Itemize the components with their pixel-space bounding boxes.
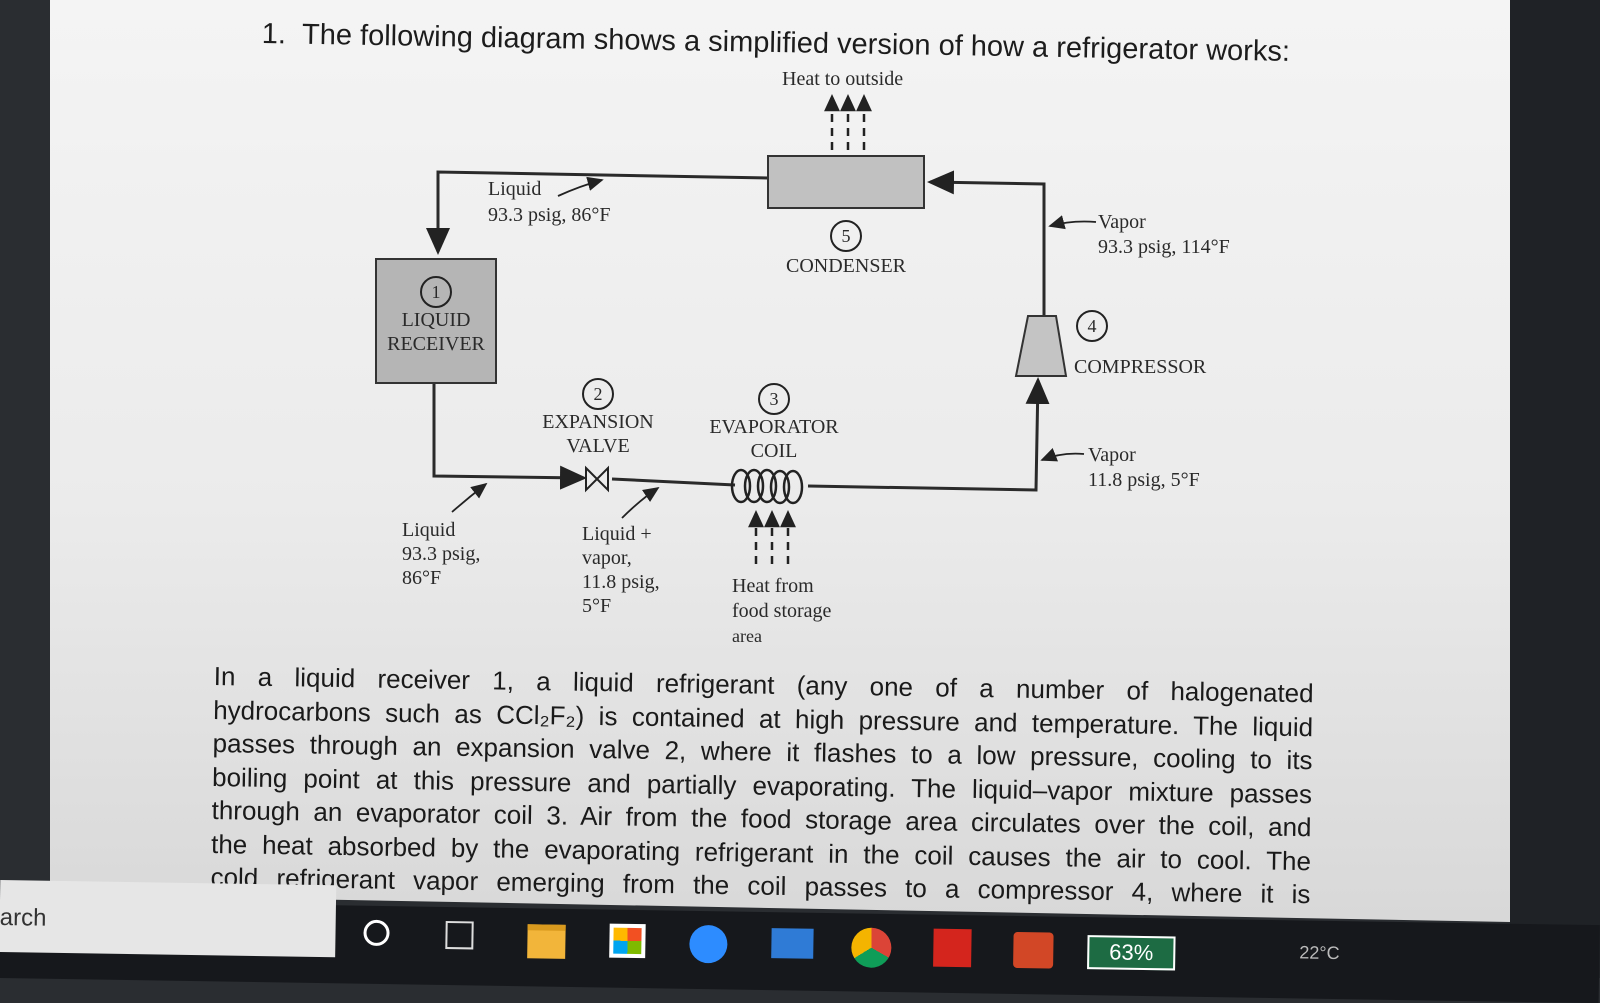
expansion-valve-label: 2 EXPANSION VALVE bbox=[528, 378, 668, 458]
component-number-5: 5 bbox=[830, 220, 862, 252]
state-top-liquid-line1: Liquid bbox=[488, 178, 542, 200]
state-mixture: Liquid + vapor, 11.8 psig, 5°F bbox=[582, 522, 660, 618]
evaporator-coil-symbol bbox=[730, 468, 804, 505]
acrobat-icon[interactable] bbox=[933, 928, 972, 968]
pipe-coil-compressor bbox=[807, 377, 1050, 492]
mail-icon[interactable] bbox=[771, 928, 814, 959]
state-bottom-liquid-line1: Liquid bbox=[402, 519, 456, 541]
expansion-line1: EXPANSION bbox=[542, 411, 654, 433]
pipe-top-left bbox=[426, 170, 769, 255]
receiver-line2: RECEIVER bbox=[387, 333, 485, 355]
state-top-vapor: Vapor 93.3 psig, 114°F bbox=[1098, 210, 1230, 260]
state-mixture-line3: 11.8 psig, bbox=[582, 571, 660, 593]
document-page bbox=[50, 0, 1510, 922]
heat-from-food-label: Heat from food storage area bbox=[732, 574, 831, 649]
pointer-bottom-vapor bbox=[1040, 447, 1085, 462]
heat-in-line3: area bbox=[732, 626, 762, 646]
chrome-icon[interactable] bbox=[851, 927, 892, 969]
evaporator-coil-label: 3 EVAPORATOR COIL bbox=[696, 383, 852, 463]
receiver-line1: LIQUID bbox=[401, 309, 471, 331]
component-number-3: 3 bbox=[758, 383, 790, 415]
pipe-valve-coil bbox=[611, 477, 736, 487]
state-mixture-line1: Liquid + bbox=[582, 523, 652, 545]
cortana-icon[interactable] bbox=[363, 919, 390, 947]
state-bottom-vapor: Vapor 11.8 psig, 5°F bbox=[1088, 443, 1200, 493]
expansion-valve-symbol bbox=[585, 465, 609, 493]
pipe-top-right bbox=[927, 170, 1046, 316]
state-top-liquid: Liquid 93.3 psig, 86°F bbox=[488, 176, 610, 228]
zoom-icon[interactable] bbox=[689, 924, 728, 964]
heat-to-outside-label: Heat to outside bbox=[782, 68, 904, 90]
state-top-vapor-line1: Vapor bbox=[1098, 211, 1146, 233]
battery-indicator[interactable]: 63% bbox=[1087, 935, 1176, 971]
component-number-1: 1 bbox=[420, 276, 452, 308]
pointer-top-vapor bbox=[1048, 215, 1097, 230]
temperature-text: 22°C bbox=[1299, 942, 1340, 964]
heat-in-line2: food storage bbox=[732, 600, 832, 622]
heat-in-line1: Heat from bbox=[732, 575, 814, 597]
compressor-number: 4 bbox=[1076, 310, 1108, 342]
compressor-label: COMPRESSOR bbox=[1074, 356, 1207, 378]
pointer-top-liquid bbox=[557, 176, 604, 197]
document-shadow-right bbox=[1510, 0, 1600, 978]
evaporator-line2: COIL bbox=[750, 440, 798, 462]
condenser-text: CONDENSER bbox=[785, 255, 906, 277]
state-top-vapor-line2: 93.3 psig, 114°F bbox=[1098, 236, 1230, 258]
condenser-box bbox=[767, 155, 925, 209]
state-bottom-liquid-line2: 93.3 psig, bbox=[402, 543, 481, 565]
evaporator-line1: EVAPORATOR bbox=[709, 416, 839, 438]
description-paragraph: In a liquid receiver 1, a liquid refrige… bbox=[210, 660, 1314, 912]
pointer-bottom-liquid bbox=[451, 482, 488, 513]
powerpoint-icon[interactable] bbox=[1013, 931, 1054, 969]
state-bottom-vapor-line2: 11.8 psig, 5°F bbox=[1088, 469, 1200, 491]
liquid-receiver-label: 1 LIQUID RECEIVER bbox=[378, 276, 494, 356]
taskbar-search-text: arch bbox=[0, 903, 47, 932]
heat-out-arrows bbox=[824, 94, 872, 150]
expansion-line2: VALVE bbox=[566, 435, 630, 457]
state-bottom-liquid: Liquid 93.3 psig, 86°F bbox=[402, 518, 480, 590]
state-bottom-liquid-line3: 86°F bbox=[402, 567, 442, 589]
battery-percent: 63% bbox=[1109, 939, 1154, 966]
pipe-receiver-valve bbox=[432, 384, 587, 490]
condenser-label: 5 CONDENSER bbox=[776, 220, 916, 280]
task-view-icon[interactable] bbox=[445, 921, 474, 950]
weather-temp[interactable]: 22°C bbox=[1299, 942, 1340, 964]
heat-in-arrows bbox=[748, 510, 796, 564]
state-mixture-line4: 5°F bbox=[582, 595, 612, 617]
component-number-2: 2 bbox=[582, 378, 614, 410]
store-icon[interactable] bbox=[609, 923, 646, 959]
state-top-liquid-line2: 93.3 psig, 86°F bbox=[488, 204, 611, 226]
compressor-shape bbox=[1014, 315, 1068, 377]
component-number-4: 4 bbox=[1076, 310, 1108, 342]
state-mixture-line2: vapor, bbox=[582, 547, 632, 569]
state-bottom-vapor-line1: Vapor bbox=[1088, 444, 1136, 466]
pointer-mixture bbox=[621, 487, 660, 519]
file-explorer-icon[interactable] bbox=[527, 924, 566, 959]
taskbar-search-box[interactable]: arch bbox=[0, 880, 337, 958]
